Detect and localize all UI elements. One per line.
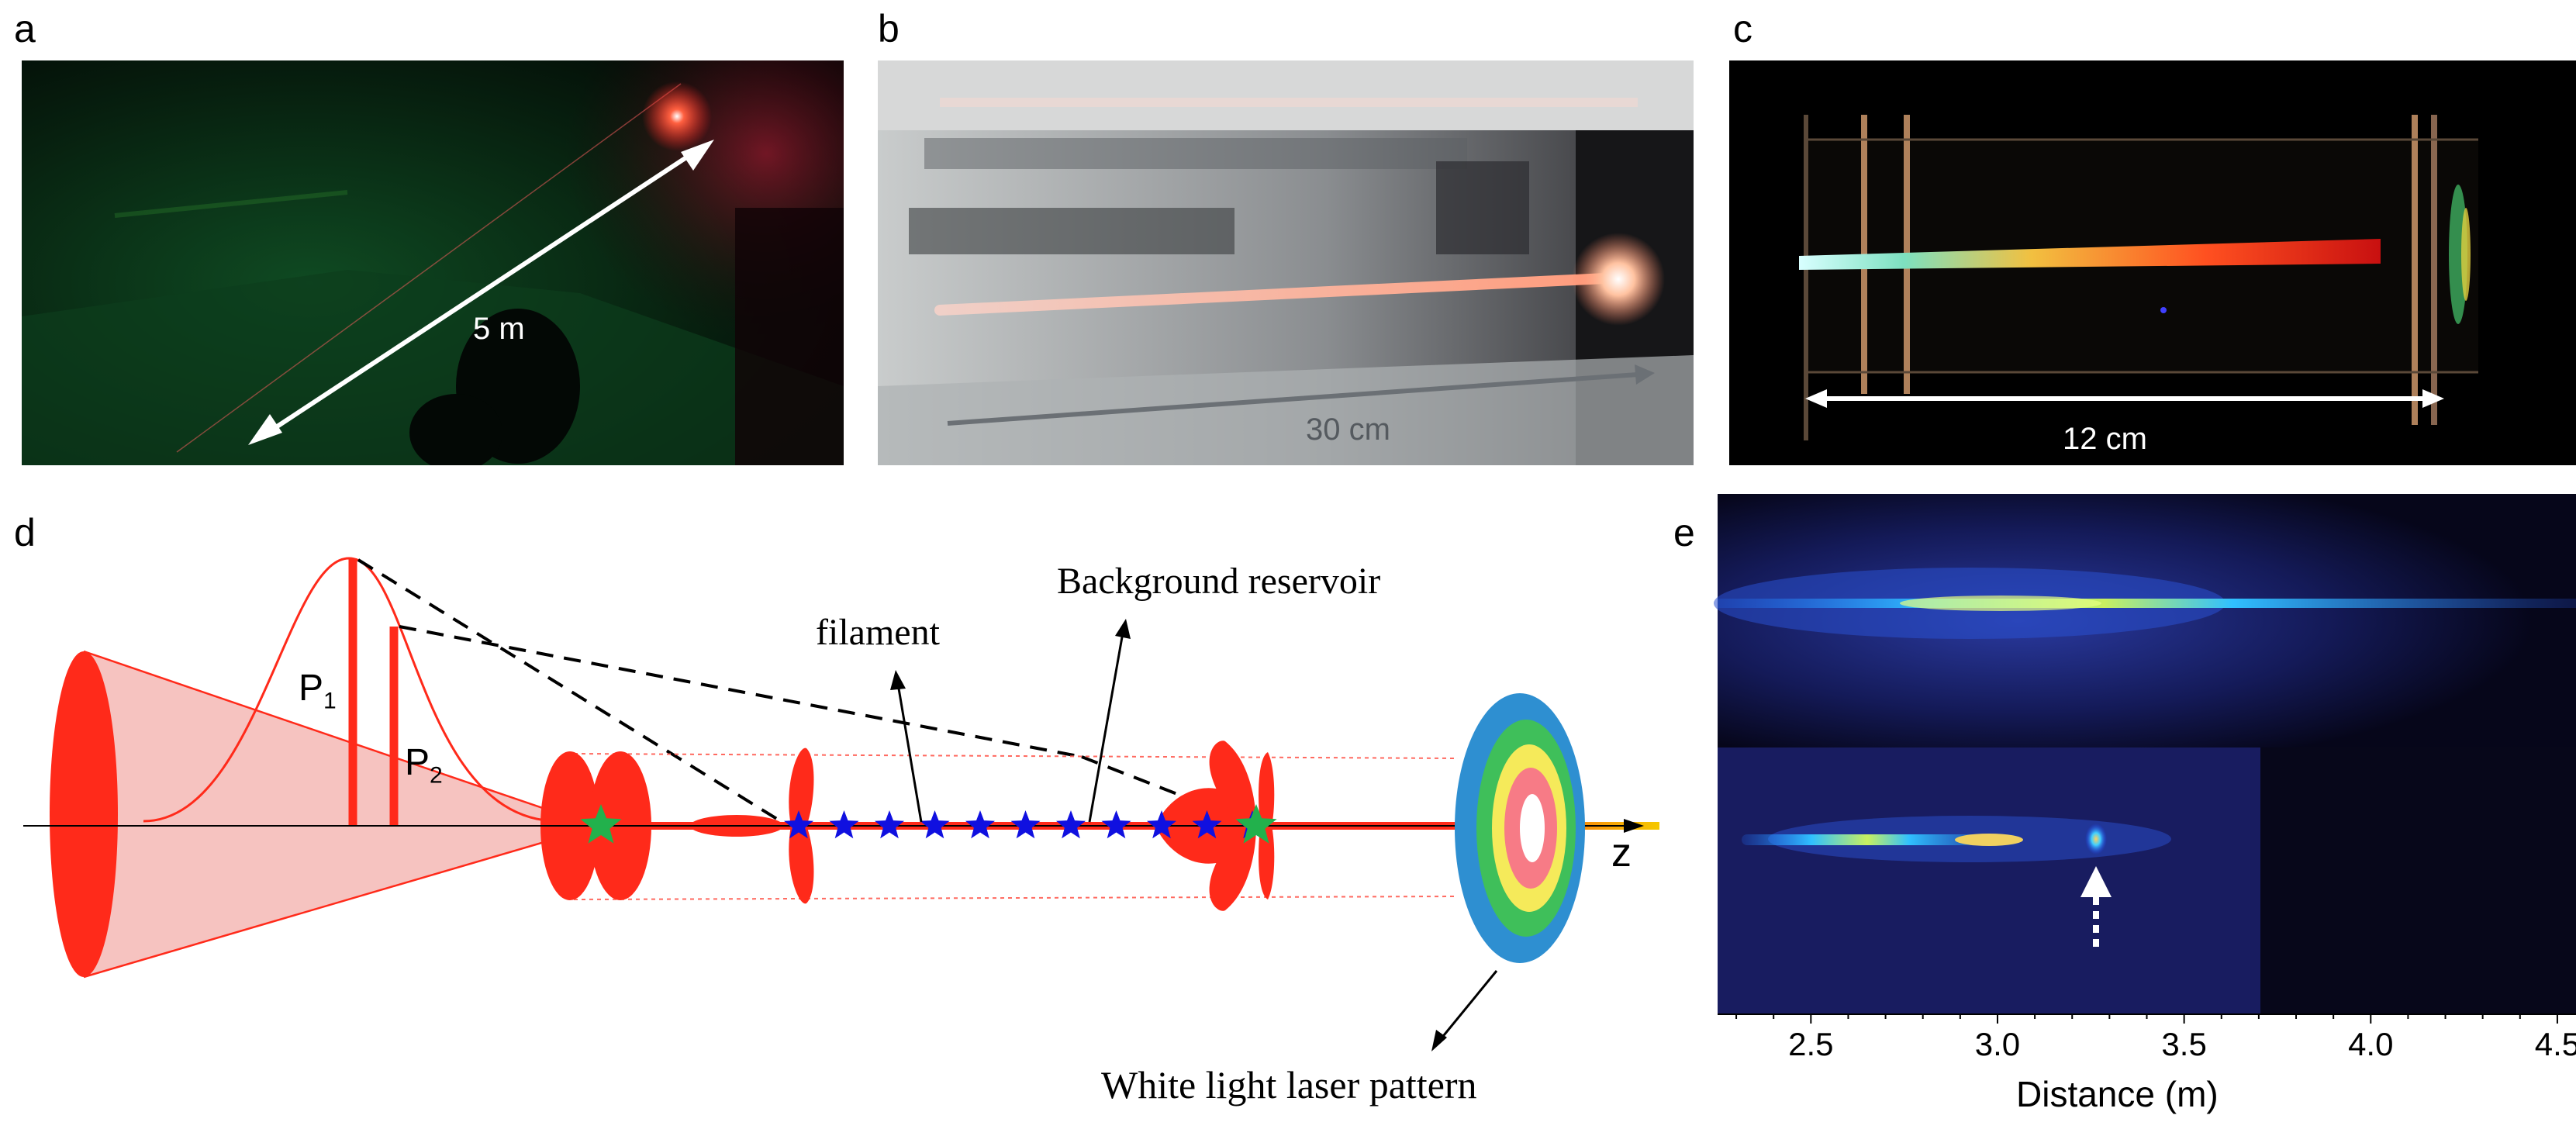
panel-letter-e: e <box>1673 511 1695 554</box>
x-axis-ticks <box>1735 1014 2558 1024</box>
star-marker-blue <box>920 810 950 839</box>
x-tick-label: 3.5 <box>2161 1026 2207 1062</box>
star-marker-blue <box>1101 810 1131 839</box>
photo-panel-b: 30 cm <box>878 60 1694 465</box>
panel-letter-b: b <box>878 7 900 50</box>
panel-letter-a: a <box>14 7 36 50</box>
label-filament: filament <box>816 612 940 653</box>
star-marker-blue <box>1192 810 1222 839</box>
panel-letter-d: d <box>14 511 36 554</box>
z-axis-arrowhead <box>1624 819 1644 833</box>
beam-cone <box>84 651 597 977</box>
panel-letter-c: c <box>1733 7 1752 50</box>
label-white-light-pattern: White light laser pattern <box>1101 1063 1477 1107</box>
star-marker-blue <box>1010 810 1041 839</box>
x-tick-label: 4.0 <box>2348 1026 2394 1062</box>
star-markers <box>580 804 1277 844</box>
x-tick-label: 2.5 <box>1788 1026 1834 1062</box>
star-marker-green <box>1235 804 1277 844</box>
scale-label-30cm: 30 cm <box>1306 413 1390 447</box>
label-z-axis: z <box>1611 830 1632 875</box>
star-marker-blue <box>784 810 813 839</box>
scale-label-5m: 5 m <box>473 312 525 346</box>
scale-label-12cm: 12 cm <box>2063 422 2147 456</box>
x-axis-label: Distance (m) <box>2016 1074 2219 1114</box>
star-marker-blue <box>1056 810 1086 839</box>
star-marker-blue <box>875 810 904 839</box>
x-tick-label: 3.0 <box>1974 1026 2021 1062</box>
label-background-reservoir: Background reservoir <box>1057 561 1381 602</box>
white-light-pattern <box>1455 693 1585 963</box>
label-p2: P2 <box>405 742 443 789</box>
star-marker-blue <box>965 810 995 839</box>
photo-panel-a: 5 m <box>22 60 844 465</box>
arrow-indicator <box>2080 866 2112 897</box>
label-p1: P1 <box>299 668 337 714</box>
star-marker-blue <box>1147 810 1176 839</box>
x-tick-label: 4.5 <box>2534 1026 2576 1062</box>
heatmap-panel-e: 2.5 3.0 3.5 4.0 4.5 Distance (m) <box>1690 481 2576 1129</box>
schematic-panel-d: P1 P2 filament Background reservoir Whit… <box>0 481 1690 1129</box>
photo-panel-c: 12 cm <box>1729 60 2576 465</box>
star-marker-green <box>580 804 622 844</box>
beam-source-ellipse <box>50 651 118 977</box>
star-marker-blue <box>829 810 859 839</box>
